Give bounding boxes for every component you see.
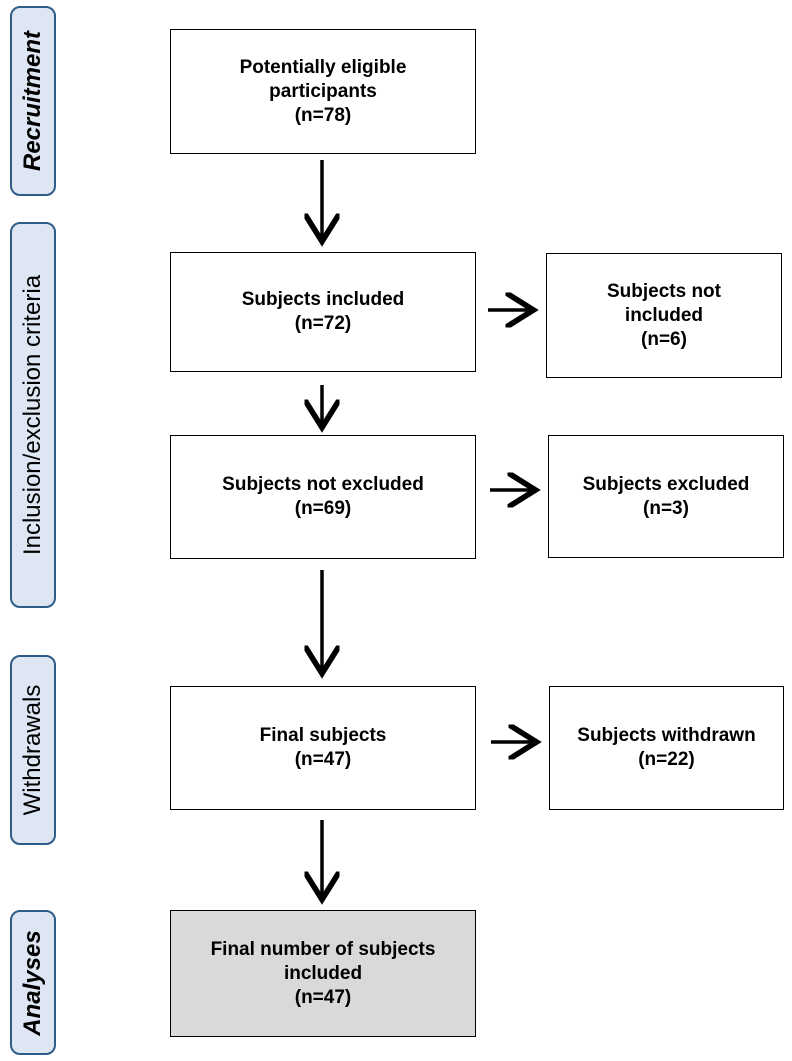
phase-inclusion-exclusion: Inclusion/exclusion criteria [10, 222, 56, 608]
phase-analyses: Analyses [10, 910, 56, 1055]
box-subjects-included: Subjects included (n=72) [170, 252, 476, 372]
box-subjects-not-included: Subjects not included (n=6) [546, 253, 782, 378]
not-excluded-line1: Subjects not excluded [222, 474, 424, 495]
eligible-line1: Potentially eligible [239, 56, 407, 78]
box-final-number-of-subjects: Final number of subjects included (n=47) [170, 910, 476, 1037]
final-number-count: (n=47) [294, 986, 352, 1008]
box-subjects-not-excluded: Subjects not excluded (n=69) [170, 435, 476, 559]
box-final-subjects: Final subjects (n=47) [170, 686, 476, 810]
box-subjects-withdrawn: Subjects withdrawn (n=22) [549, 686, 784, 810]
phase-recruitment: Recruitment [10, 6, 56, 196]
withdrawn-line1: Subjects withdrawn [577, 725, 756, 746]
phase-withdrawals: Withdrawals [10, 655, 56, 845]
final-count: (n=47) [294, 749, 352, 770]
excluded-count: (n=3) [643, 497, 689, 519]
not-included-line2: included [624, 304, 704, 326]
eligible-line2: participants [269, 80, 377, 102]
final-number-line2: included [283, 962, 363, 984]
not-included-count: (n=6) [641, 328, 687, 350]
withdrawn-count: (n=22) [638, 749, 695, 770]
final-line1: Final subjects [259, 725, 387, 746]
not-included-line1: Subjects not [606, 280, 721, 302]
box-eligible-participants: Potentially eligible participants (n=78) [170, 29, 476, 154]
excluded-line1: Subjects excluded [582, 473, 750, 495]
included-line1: Subjects included [241, 289, 405, 310]
box-subjects-excluded: Subjects excluded (n=3) [548, 435, 784, 558]
included-count: (n=72) [294, 313, 352, 334]
not-excluded-count: (n=69) [294, 498, 352, 519]
eligible-count: (n=78) [294, 104, 352, 126]
final-number-line1: Final number of subjects [210, 938, 436, 960]
